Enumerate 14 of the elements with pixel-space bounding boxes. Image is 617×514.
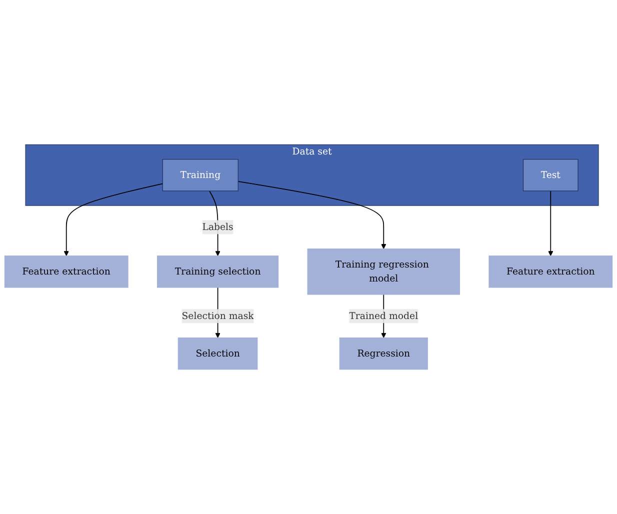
arrow <box>548 190 554 256</box>
node-box: Training regression model <box>307 248 460 295</box>
edge-label: Labels <box>202 221 234 232</box>
node-box: Training selection <box>157 256 279 288</box>
node-box: Training <box>162 158 238 192</box>
arrow <box>64 183 164 256</box>
edge-label: Trained model <box>349 310 418 322</box>
edge-label: Selection mask <box>182 310 254 322</box>
node-box: Test <box>522 158 578 192</box>
node-box: Regression <box>339 337 428 370</box>
node-box: Feature extraction <box>488 256 613 288</box>
node-box: Feature extraction <box>4 256 128 288</box>
arrow <box>238 180 386 250</box>
node-box: Selection <box>178 337 258 370</box>
